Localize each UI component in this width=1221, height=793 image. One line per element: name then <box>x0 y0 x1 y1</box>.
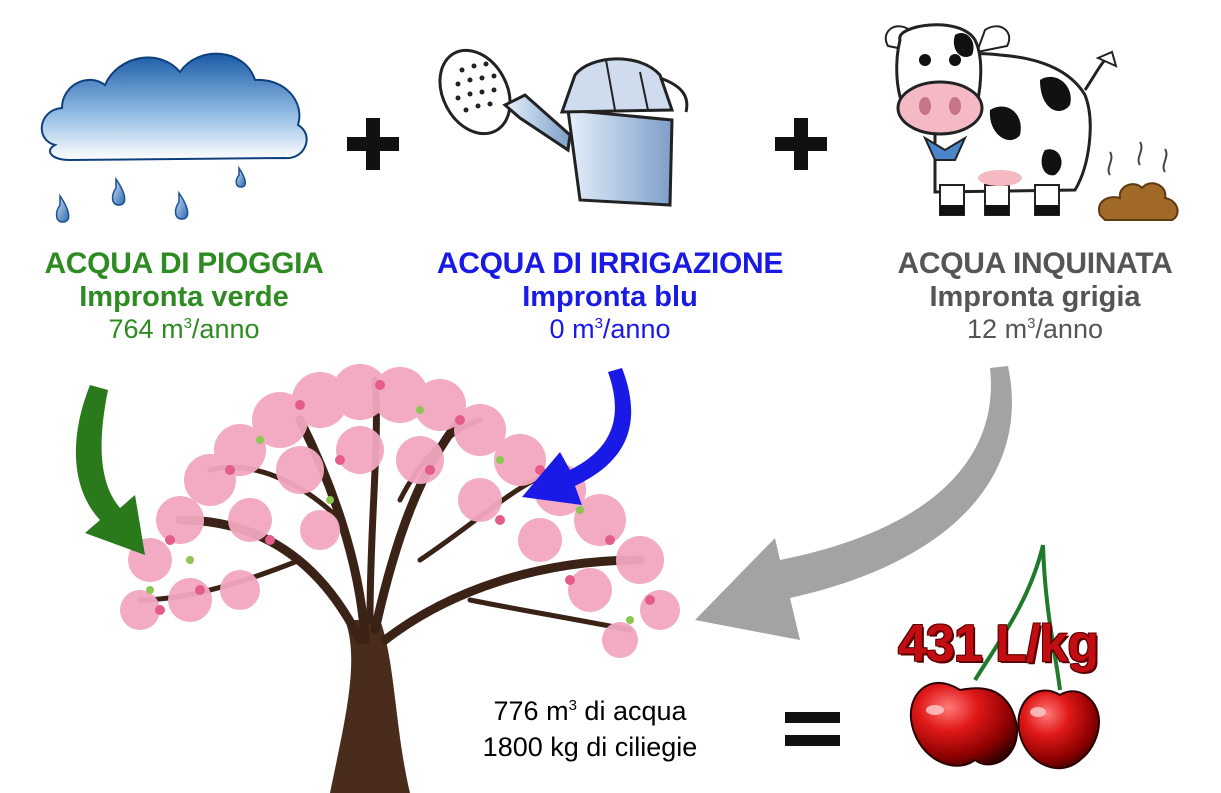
irrigation-label-group: ACQUA DI IRRIGAZIONE Impronta blu 0 m3/a… <box>385 247 835 345</box>
plus-sign-2 <box>775 118 827 170</box>
total-water: 776 m3 di acqua <box>493 696 687 726</box>
polluted-value: 12 m3/anno <box>967 314 1103 344</box>
total-cherries: 1800 kg di ciliegie <box>482 732 698 762</box>
irrigation-footprint: Impronta blu <box>522 281 698 313</box>
result-label: 431 L/kg <box>898 615 1099 673</box>
irrigation-title: ACQUA DI IRRIGAZIONE <box>436 247 784 280</box>
cherries-icon <box>909 544 1100 770</box>
equals-sign <box>785 712 840 746</box>
gray-arrow <box>695 366 1012 640</box>
plus-sign-1 <box>347 118 399 170</box>
polluted-label-group: ACQUA INQUINATA Impronta grigia 12 m3/an… <box>855 247 1215 345</box>
total-summary: 776 m3 di acqua 1800 kg di ciliegie <box>430 688 750 765</box>
green-arrow <box>75 385 145 555</box>
rain-footprint: Impronta verde <box>79 281 289 313</box>
irrigation-value: 0 m3/anno <box>549 314 671 344</box>
rain-title: ACQUA DI PIOGGIA <box>44 247 324 280</box>
polluted-title: ACQUA INQUINATA <box>897 247 1173 280</box>
manure-icon <box>1098 141 1179 221</box>
watering-can-icon <box>438 48 689 207</box>
rain-cloud-icon <box>40 52 308 223</box>
blue-arrow <box>522 368 632 505</box>
cow-icon <box>884 23 1118 216</box>
rain-label-group: ACQUA DI PIOGGIA Impronta verde 764 m3/a… <box>8 247 360 345</box>
polluted-footprint: Impronta grigia <box>929 281 1141 313</box>
rain-value: 764 m3/anno <box>108 314 260 344</box>
